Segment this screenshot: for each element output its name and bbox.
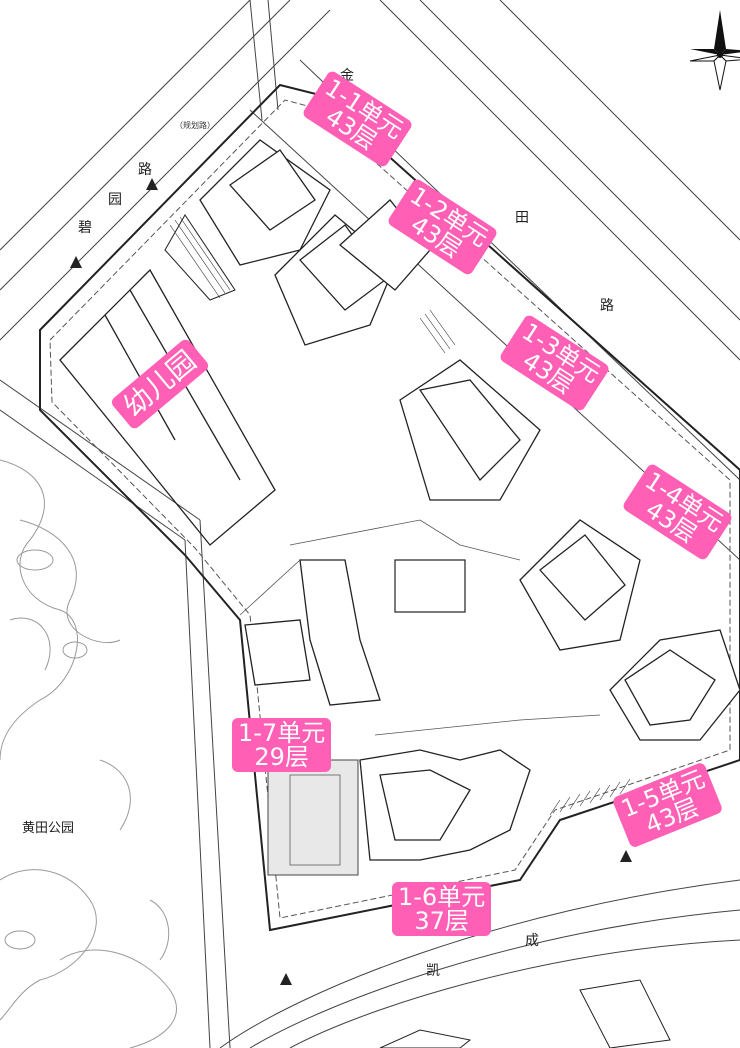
road-planned-label: （规划路） bbox=[175, 120, 215, 130]
park-area bbox=[0, 459, 177, 1048]
road-char-lu-north: 路 bbox=[138, 162, 152, 178]
road-char-tian: 田 bbox=[515, 210, 529, 226]
central-lawn bbox=[394, 559, 466, 613]
residential-towers bbox=[199, 139, 740, 861]
unit-1-7-floors: 29层 bbox=[254, 743, 309, 771]
road-char-cheng: 成 bbox=[525, 933, 539, 949]
north-arrow-icon bbox=[689, 10, 740, 91]
site-boundary bbox=[39, 83, 740, 932]
label-unit-1-6: 1-6单元 37层 bbox=[392, 882, 492, 936]
label-unit-1-7: 1-7单元 29层 bbox=[232, 718, 332, 772]
unit-1-6-floors: 37层 bbox=[414, 907, 469, 935]
entrance-hatch bbox=[549, 778, 631, 816]
unit-1-6-name: 1-6单元 bbox=[398, 883, 486, 911]
courtyard-lines bbox=[239, 519, 601, 736]
road-char-yuan: 园 bbox=[108, 192, 122, 208]
road-char-bi: 碧 bbox=[78, 220, 92, 236]
sports-court bbox=[267, 759, 359, 876]
unit-1-7-name: 1-7单元 bbox=[238, 719, 326, 747]
road-char-kai: 凯 bbox=[426, 963, 440, 979]
south-buildings bbox=[379, 979, 671, 1048]
road-char-lu-east: 路 bbox=[600, 298, 614, 314]
park-label: 黄田公园 bbox=[22, 821, 74, 836]
